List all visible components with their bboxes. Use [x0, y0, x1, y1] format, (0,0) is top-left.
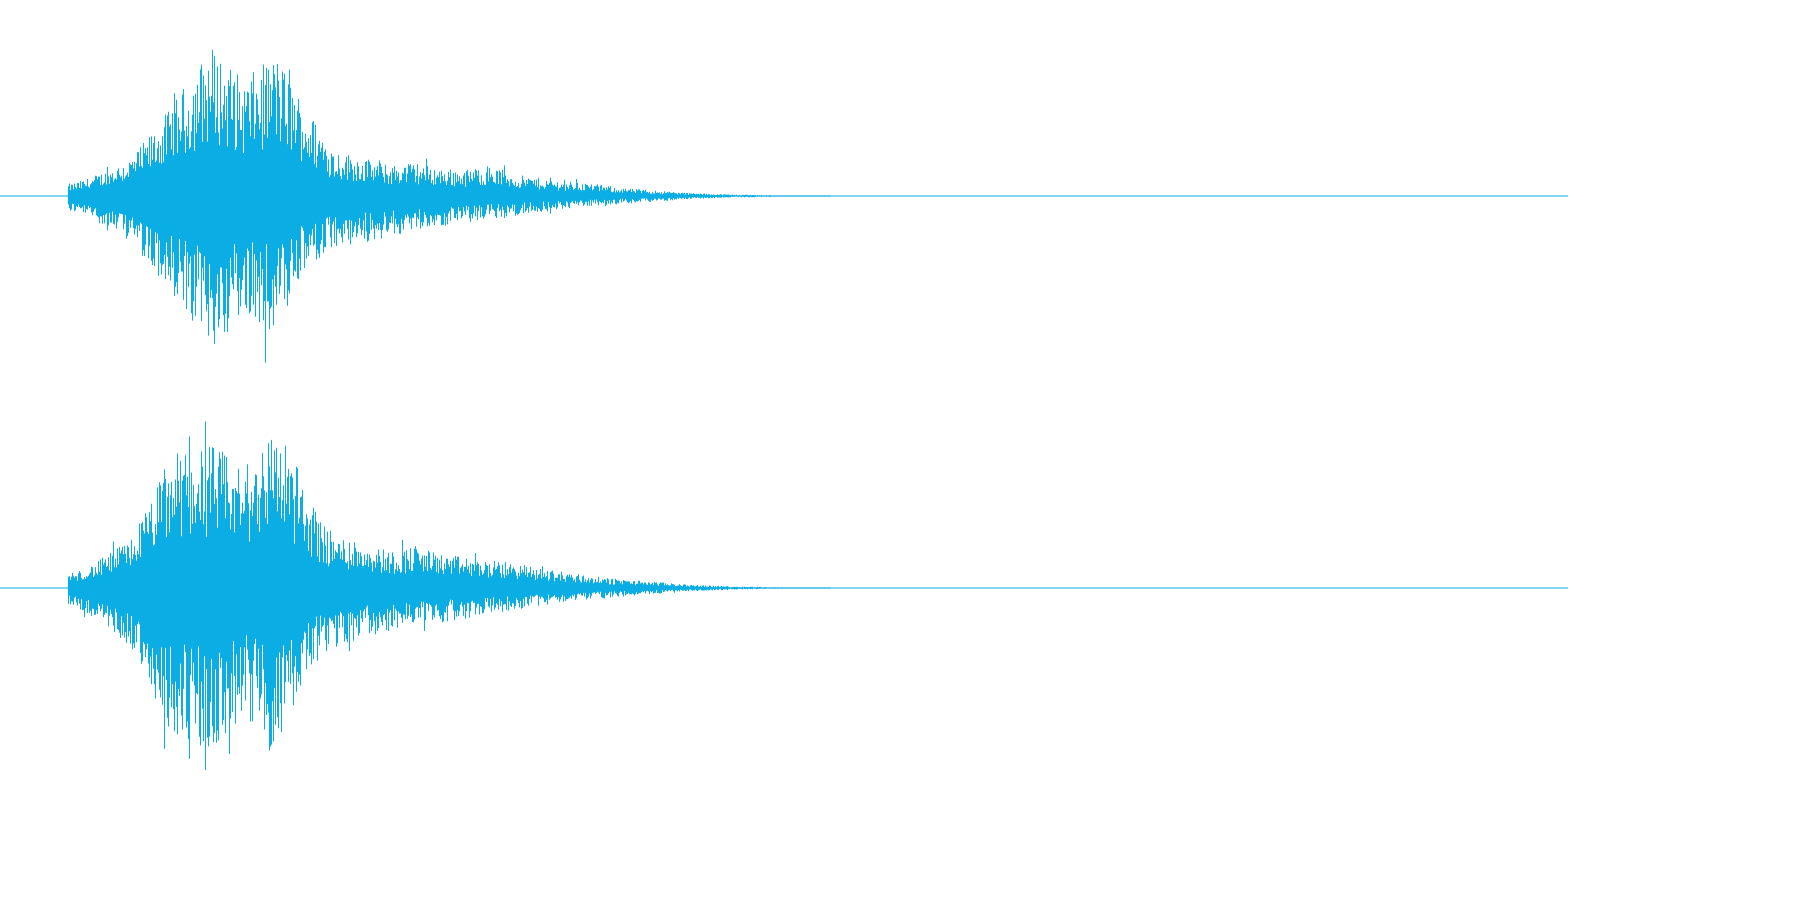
waveform-attack-core — [67, 162, 162, 236]
waveform-channel-1 — [0, 49, 1568, 363]
waveform-amplitude-trace — [68, 49, 831, 363]
audio-waveform — [0, 49, 1568, 770]
waveform-channel-2 — [0, 421, 1568, 770]
waveform-amplitude-trace — [68, 421, 831, 770]
waveform-attack-core — [67, 538, 162, 644]
